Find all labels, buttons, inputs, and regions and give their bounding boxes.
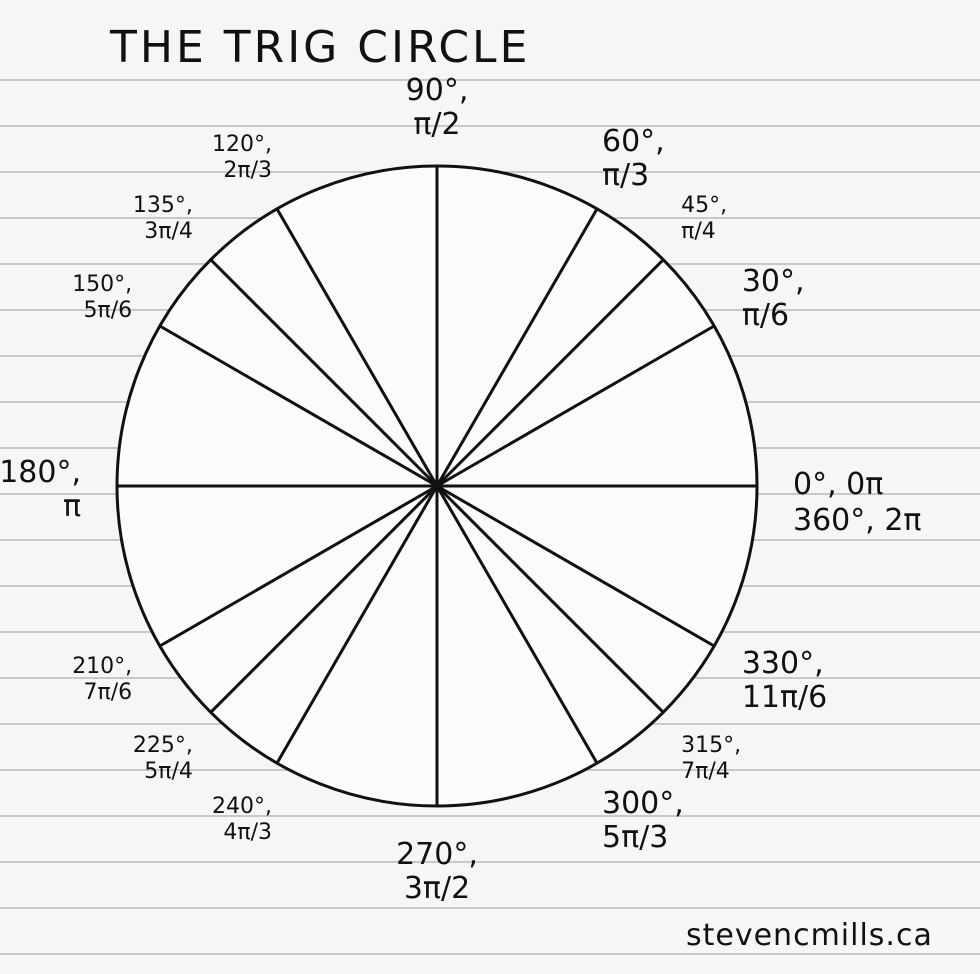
diagram-title: THE TRIG CIRCLE <box>109 22 530 73</box>
angle-label-30: 30°,π/6 <box>742 264 805 333</box>
angle-label-210: 210°,7π/6 <box>72 654 132 705</box>
spoke-225 <box>209 484 439 714</box>
spoke-60 <box>435 208 599 487</box>
angle-label-135: 135°,3π/4 <box>133 193 193 244</box>
angle-label-225: 225°,5π/4 <box>133 733 193 784</box>
degree-label: 180°, <box>0 455 81 490</box>
angle-label-270: 270°,3π/2 <box>396 837 478 906</box>
spoke-330 <box>436 484 715 648</box>
radian-label: 5π/6 <box>84 298 133 323</box>
radian-label: π/6 <box>742 298 789 333</box>
spoke-210 <box>159 484 438 648</box>
spoke-240 <box>275 485 439 764</box>
degree-label: 330°, <box>742 646 824 681</box>
radian-label: π/3 <box>602 158 649 193</box>
angle-label-315: 315°,7π/4 <box>681 733 741 784</box>
spoke-30 <box>436 324 715 488</box>
full-turn-label: 360°, 2π <box>793 503 921 538</box>
degree-label: 60°, <box>602 124 665 159</box>
radian-label: 5π/4 <box>144 759 193 784</box>
radian-label: π/4 <box>681 219 716 244</box>
angle-label-180: 180°,π <box>0 455 81 524</box>
spoke-150 <box>159 324 438 488</box>
degree-label: 135°, <box>133 193 193 218</box>
degree-label: 225°, <box>133 733 193 758</box>
degree-label: 240°, <box>212 794 272 819</box>
degree-label: 270°, <box>396 837 478 872</box>
spoke-135 <box>209 258 439 488</box>
angle-label-90: 90°,π/2 <box>406 73 469 142</box>
angle-label-300: 300°,5π/3 <box>602 786 684 855</box>
spoke-45 <box>435 258 665 488</box>
angle-label-45: 45°,π/4 <box>681 193 727 244</box>
radian-label: 2π/3 <box>223 158 272 183</box>
degree-label: 45°, <box>681 193 727 218</box>
degree-label: 300°, <box>602 786 684 821</box>
angle-label-120: 120°,2π/3 <box>212 132 272 183</box>
radian-label: 3π/2 <box>404 871 470 906</box>
radian-label: 4π/3 <box>223 820 272 845</box>
degree-label: 150°, <box>72 272 132 297</box>
degree-label: 90°, <box>406 73 469 108</box>
spoke-120 <box>275 208 439 487</box>
radian-label: 7π/4 <box>681 759 730 784</box>
degree-label: 0°, 0π <box>793 467 883 502</box>
radian-label: 11π/6 <box>742 680 827 715</box>
radian-label: 7π/6 <box>84 680 133 705</box>
radian-label: 3π/4 <box>144 219 193 244</box>
radian-label: π/2 <box>413 107 460 142</box>
angle-spokes <box>159 208 715 764</box>
radian-label: 5π/3 <box>602 820 668 855</box>
angle-label-330: 330°,11π/6 <box>742 646 827 715</box>
credit-text: stevencmills.ca <box>686 918 933 953</box>
radian-label: π <box>63 489 81 524</box>
spoke-300 <box>435 485 599 764</box>
spoke-315 <box>435 484 665 714</box>
angle-label-60: 60°,π/3 <box>602 124 665 193</box>
degree-label: 210°, <box>72 654 132 679</box>
angle-label-150: 150°,5π/6 <box>72 272 132 323</box>
angle-label-240: 240°,4π/3 <box>212 794 272 845</box>
degree-label: 30°, <box>742 264 805 299</box>
degree-label: 120°, <box>212 132 272 157</box>
degree-label: 315°, <box>681 733 741 758</box>
